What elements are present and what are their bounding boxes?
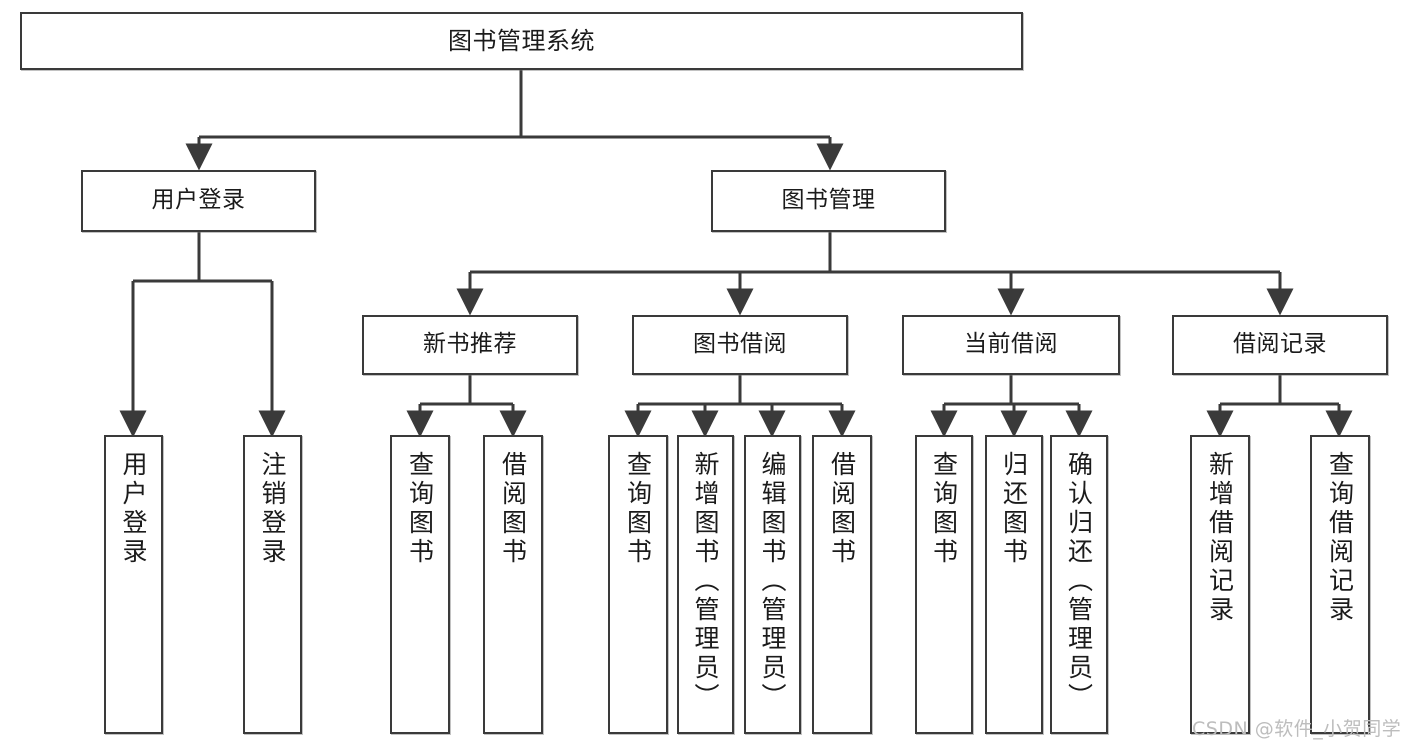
node-borrow-record-label: 借阅记录 [1233,331,1327,358]
node-leaf-confirm-return-label: 确认归还（管理员） [1064,451,1094,712]
node-leaf-user-login-label: 用户登录 [119,451,148,567]
node-leaf-borrow-book-1-label: 借阅图书 [498,451,528,567]
node-new-book-recommend[interactable]: 新书推荐 [362,315,578,375]
node-leaf-logout-login-label: 注销登录 [258,451,287,567]
node-leaf-query-book-1-label: 查询图书 [405,451,435,567]
node-leaf-return-book[interactable]: 归还图书 [985,435,1043,734]
node-current-borrow-label: 当前借阅 [964,331,1058,358]
node-leaf-confirm-return[interactable]: 确认归还（管理员） [1050,435,1108,734]
node-leaf-query-book-3[interactable]: 查询图书 [915,435,973,734]
node-user-login[interactable]: 用户登录 [81,170,316,232]
node-leaf-add-record[interactable]: 新增借阅记录 [1190,435,1250,734]
csdn-watermark: CSDN @软件_小贺同学 [1192,718,1402,740]
node-book-manage-label: 图书管理 [781,187,876,214]
node-leaf-user-login[interactable]: 用户登录 [104,435,163,734]
node-new-book-recommend-label: 新书推荐 [423,331,517,358]
node-leaf-edit-book[interactable]: 编辑图书（管理员） [744,435,801,734]
node-borrow-record[interactable]: 借阅记录 [1172,315,1388,375]
node-leaf-query-book-3-label: 查询图书 [929,451,959,567]
node-leaf-logout-login[interactable]: 注销登录 [243,435,302,734]
node-book-borrow[interactable]: 图书借阅 [632,315,848,375]
node-leaf-query-book-2[interactable]: 查询图书 [608,435,668,734]
node-book-manage[interactable]: 图书管理 [711,170,946,232]
node-user-login-label: 用户登录 [151,187,246,214]
node-root[interactable]: 图书管理系统 [20,12,1023,70]
node-leaf-add-book-label: 新增图书（管理员） [691,451,720,712]
node-leaf-add-record-label: 新增借阅记录 [1205,451,1235,625]
node-book-borrow-label: 图书借阅 [693,331,787,358]
node-leaf-query-book-1[interactable]: 查询图书 [390,435,450,734]
node-leaf-query-record[interactable]: 查询借阅记录 [1310,435,1370,734]
node-root-label: 图书管理系统 [448,26,595,55]
node-leaf-return-book-label: 归还图书 [999,451,1029,567]
node-leaf-query-book-2-label: 查询图书 [623,451,653,567]
node-leaf-add-book[interactable]: 新增图书（管理员） [677,435,734,734]
node-leaf-query-record-label: 查询借阅记录 [1325,451,1355,625]
node-current-borrow[interactable]: 当前借阅 [902,315,1120,375]
node-leaf-borrow-book-2[interactable]: 借阅图书 [812,435,872,734]
node-leaf-borrow-book-2-label: 借阅图书 [827,451,857,567]
node-leaf-edit-book-label: 编辑图书（管理员） [758,451,787,712]
node-leaf-borrow-book-1[interactable]: 借阅图书 [483,435,543,734]
